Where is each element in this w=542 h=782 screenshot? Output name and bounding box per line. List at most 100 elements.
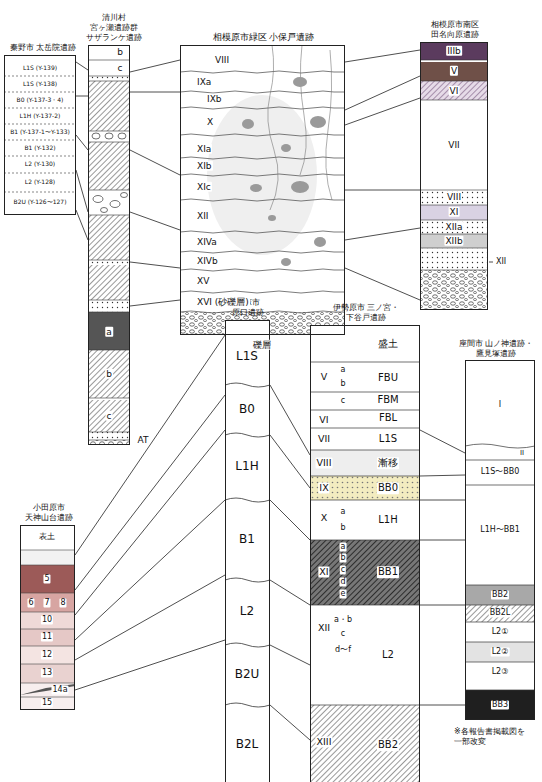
layer-label: BB2: [377, 739, 399, 751]
strata-shape: [20, 684, 75, 695]
strata-shape: [20, 565, 75, 593]
site-name: 伊勢原市 三ノ宮・下谷戸遺跡: [316, 303, 416, 323]
layer-label: XIVb: [196, 256, 219, 266]
layer-label: XII: [495, 257, 507, 266]
strata-shape: [465, 605, 535, 622]
strata-shape: [291, 181, 309, 193]
correlation-line: [76, 210, 88, 240]
layer-label: c: [106, 411, 113, 421]
strata-shape: [20, 612, 75, 629]
layer-label: 15: [41, 698, 53, 707]
layer-label: B1: [238, 533, 256, 547]
strata-shape: [281, 258, 291, 266]
layer-label: X: [206, 117, 214, 127]
correlation-line: [75, 640, 225, 690]
site-name: 清川村 宮ヶ瀬遺跡群 サザランケ遺跡: [79, 13, 149, 43]
strata-shape: [20, 629, 75, 646]
correlation-line: [130, 92, 180, 93]
correlation-line: [345, 228, 420, 240]
leader-line: [489, 262, 493, 263]
layer-label: e: [340, 589, 347, 598]
site-name: 秦野市 太岳院遺跡: [3, 43, 83, 53]
layer-label: BB1: [377, 566, 399, 578]
layer-label: X: [320, 513, 329, 524]
layer-label: L2: [381, 649, 395, 661]
strata-shape: [225, 320, 270, 782]
layer-label: L1S (Y-139): [22, 65, 58, 72]
layer-label: VII: [447, 140, 460, 150]
strata-shape: [20, 646, 75, 664]
strata-shape: [88, 45, 130, 445]
correlation-line: [420, 500, 465, 501]
correlation-line: [420, 605, 465, 606]
layer-label: VIII: [446, 192, 462, 202]
layer-label: IX: [318, 483, 329, 494]
layer-label: L2 (Y-128): [24, 179, 56, 186]
layer-label: b: [339, 379, 346, 388]
layer-label: b: [105, 369, 113, 379]
strata-shape: [180, 71, 345, 313]
correlation-line: [345, 268, 420, 300]
site-name: 小田原市 天神山台遺跡: [11, 503, 86, 523]
layer-label: a: [340, 507, 347, 516]
strata-shape: [88, 81, 130, 131]
strata-shape: [310, 325, 420, 782]
layer-label: I: [498, 400, 502, 409]
site-column: 伊勢原市 三ノ宮・下谷戸遺跡: [310, 325, 420, 782]
strata-shape: [101, 208, 108, 213]
layer-label: 13: [41, 668, 53, 677]
strata-shape: [20, 664, 75, 683]
strata-shape: [20, 525, 75, 710]
layer-label: L1S: [235, 350, 259, 364]
correlation-line: [75, 430, 225, 615]
layer-label: 7: [43, 598, 50, 607]
layer-label: IXb: [206, 94, 223, 104]
layer-label: b: [339, 523, 346, 532]
layer-label: a・b: [333, 615, 353, 624]
layer-label: L2 (Y-130): [24, 161, 56, 168]
layer-label: L2①: [491, 627, 510, 636]
layer-label: b: [116, 47, 124, 57]
strata-shape: [465, 360, 535, 720]
layer-label: c: [340, 629, 346, 638]
zama-column-art: [465, 360, 535, 720]
layer-label: B0 (Y-137-3・4): [16, 97, 65, 104]
layer-label: L1S: [378, 433, 398, 445]
correlation-line: [76, 170, 88, 212]
strata-shape: [310, 116, 326, 128]
site-name: 相模原市緑区 小保戸遺跡: [201, 32, 326, 43]
strata-shape: [420, 42, 488, 310]
correlation-line: [130, 212, 180, 230]
strata-shape: [180, 45, 345, 335]
layer-label: L1H: [377, 514, 398, 526]
layer-label: 礫層: [252, 340, 272, 350]
layer-label: c: [340, 565, 346, 574]
layer-label: IXa: [196, 77, 212, 87]
correlation-line: [345, 50, 420, 62]
strata-shape: [420, 62, 488, 81]
strata-shape: [420, 234, 488, 248]
strata-shape: [293, 77, 307, 87]
layer-label: V: [450, 66, 458, 76]
layer-label: B2L: [235, 738, 260, 752]
strata-shape: [268, 215, 276, 221]
strata-shape: [88, 300, 130, 312]
strata-shape: [310, 540, 420, 605]
strata-shape: [420, 220, 488, 234]
strata-shape: [225, 383, 270, 707]
tanamukohara-column-art: [420, 42, 493, 310]
strata-shape: [88, 260, 130, 265]
layer-label: 漸移: [377, 457, 399, 469]
layer-label: IIIb: [446, 46, 462, 56]
layer-label: L1H (Y-137-2): [19, 113, 62, 120]
layer-label: XII: [317, 623, 331, 634]
layer-label: L1H〜BB1: [479, 525, 521, 534]
strata-shape: [88, 312, 130, 350]
layer-label: 8: [59, 598, 66, 607]
layer-label: L1H: [234, 460, 259, 474]
layer-label: V: [320, 372, 329, 383]
correlation-line: [76, 135, 88, 150]
strata-shape: [310, 705, 420, 782]
layer-label: FBM: [376, 394, 399, 406]
